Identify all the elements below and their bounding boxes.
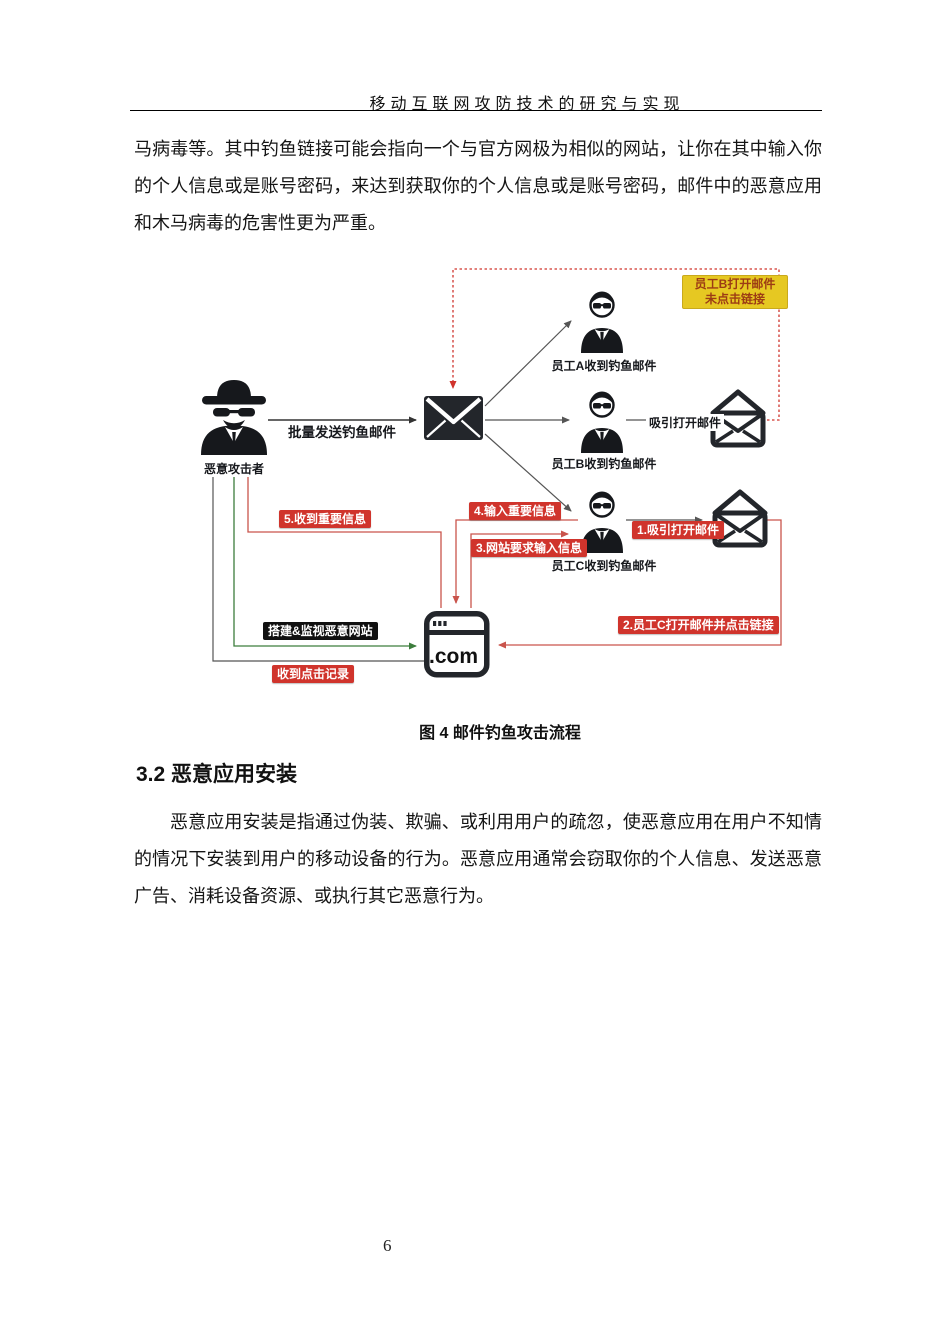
edge-build-monitor bbox=[233, 461, 417, 650]
edge-step5 bbox=[244, 463, 442, 608]
header-rule bbox=[130, 110, 822, 111]
browser-domain-text: .com bbox=[429, 645, 478, 668]
employee-b-icon bbox=[579, 390, 625, 455]
label-employee-b: 员工B收到钓鱼邮件 bbox=[551, 457, 657, 471]
attacker-icon bbox=[201, 380, 267, 455]
paragraph-2: 恶意应用安装是指通过伪装、欺骗、或利用用户的疏忽，使恶意应用在用户不知情的情况下… bbox=[134, 812, 822, 906]
edge-to-employee-c bbox=[484, 433, 572, 512]
section-heading: 3.2 恶意应用安装 bbox=[136, 763, 298, 786]
label-employee-c: 员工C收到钓鱼邮件 bbox=[551, 559, 657, 573]
malicious-website-icon: .com bbox=[424, 611, 490, 678]
label-step1: 1.吸引打开邮件 bbox=[632, 521, 725, 539]
figure-caption: 图 4 邮件钓鱼攻击流程 bbox=[419, 725, 581, 742]
running-head-title: 移动互联网攻防技术的研究与实现 bbox=[369, 96, 685, 113]
employee-a-icon bbox=[579, 290, 625, 355]
label-step5: 5.收到重要信息 bbox=[279, 510, 372, 528]
note-b-no-click: 员工B打开邮件 未点击链接 bbox=[682, 275, 788, 309]
label-employee-a: 员工A收到钓鱼邮件 bbox=[551, 359, 657, 373]
label-batch-send: 批量发送钓鱼邮件 bbox=[288, 425, 396, 440]
page-number: 6 bbox=[383, 1236, 392, 1255]
label-attacker: 恶意攻击者 bbox=[200, 460, 268, 477]
phishing-mail-icon bbox=[424, 396, 483, 440]
employee-c-icon bbox=[579, 490, 625, 555]
note-b-line2: 未点击链接 bbox=[704, 292, 765, 306]
label-attract-open-b: 吸引打开邮件 bbox=[646, 414, 725, 431]
label-build-monitor: 搭建&监视恶意网站 bbox=[263, 622, 378, 640]
label-step2: 2.员工C打开邮件并点击链接 bbox=[618, 616, 779, 634]
label-step3: 3.网站要求输入信息 bbox=[471, 539, 588, 557]
label-step4: 4.输入重要信息 bbox=[469, 502, 562, 520]
note-b-line1: 员工B打开邮件 bbox=[694, 277, 776, 291]
paragraph-1: 马病毒等。其中钓鱼链接可能会指向一个与官方网极为相似的网站，让你在其中输入你的个… bbox=[134, 139, 822, 233]
label-click-record: 收到点击记录 bbox=[272, 665, 355, 683]
